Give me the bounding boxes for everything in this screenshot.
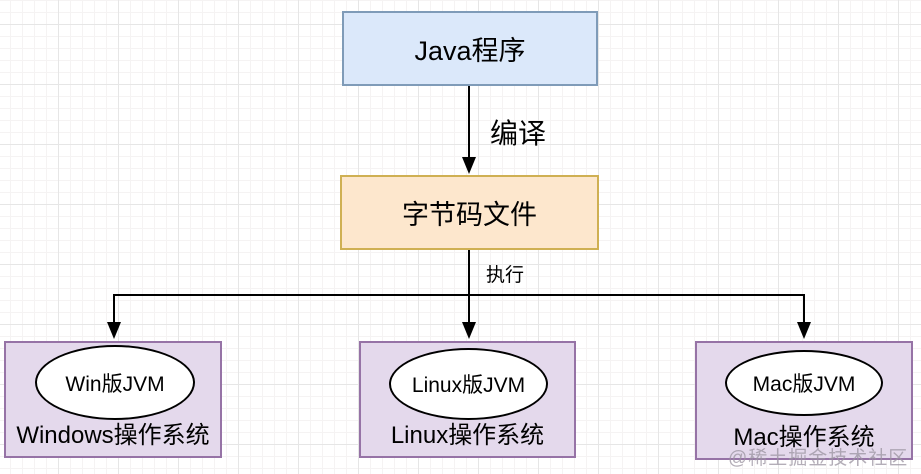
linux-jvm-ellipse: Linux版JVM xyxy=(389,348,548,420)
arrowhead-icon xyxy=(107,322,121,339)
arrowhead-icon xyxy=(462,157,476,174)
compile-edge-label: 编译 xyxy=(490,118,547,149)
watermark-text: @稀土掘金技术社区 xyxy=(728,448,909,469)
mac-jvm-ellipse: Mac版JVM xyxy=(725,350,883,416)
arrowhead-icon xyxy=(797,322,811,339)
bytecode-file-label: 字节码文件 xyxy=(402,200,537,230)
arrowhead-icon xyxy=(462,322,476,339)
linux-os-node: Linux版JVM Linux操作系统 xyxy=(359,341,576,458)
bytecode-file-node: 字节码文件 xyxy=(340,175,599,250)
windows-os-label: Windows操作系统 xyxy=(16,422,210,449)
win-jvm-label: Win版JVM xyxy=(65,372,165,396)
mac-os-label: Mac操作系统 xyxy=(733,424,875,451)
win-jvm-ellipse: Win版JVM xyxy=(35,345,195,420)
java-program-label: Java程序 xyxy=(414,36,526,66)
execute-edge-label: 执行 xyxy=(486,265,525,286)
windows-os-node: Win版JVM Windows操作系统 xyxy=(4,341,222,458)
mac-os-node: Mac版JVM Mac操作系统 xyxy=(695,341,913,460)
mac-jvm-label: Mac版JVM xyxy=(752,373,856,396)
linux-jvm-label: Linux版JVM xyxy=(411,374,526,397)
linux-os-label: Linux操作系统 xyxy=(390,422,545,449)
java-program-node: Java程序 xyxy=(342,11,598,86)
